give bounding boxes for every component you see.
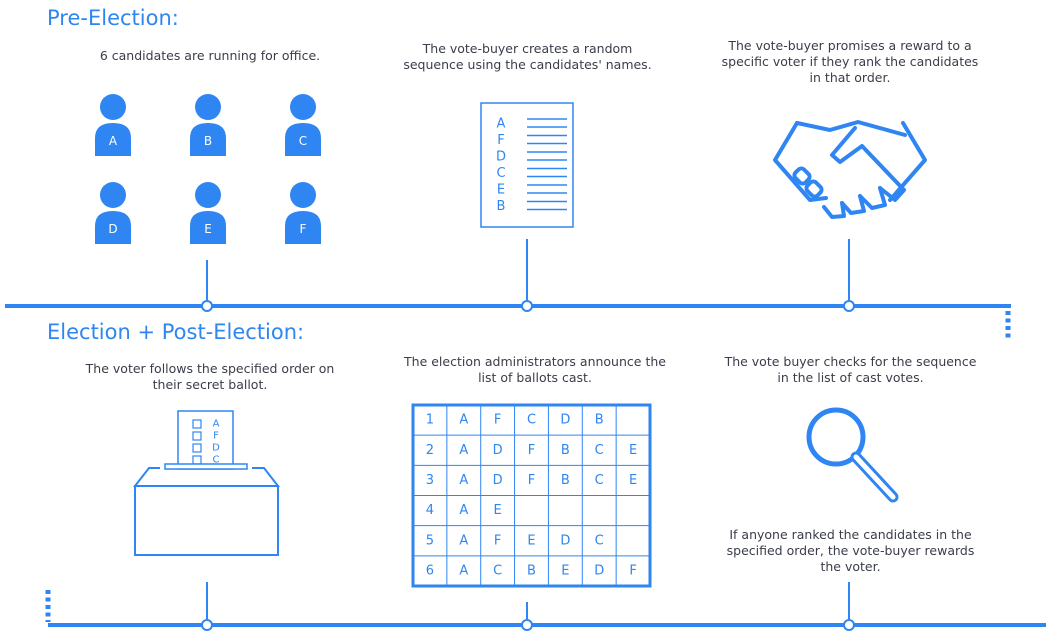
handshake-icon [773,120,927,219]
person-icon: D [95,182,131,244]
person-icon: F [285,182,321,244]
table-cell: E [629,473,637,488]
magnifier-icon [806,407,899,503]
candidates-group: A B C D E F [95,94,321,244]
table-cell: A [459,473,468,488]
table-row-number: 5 [426,533,434,548]
ballot-letter: D [212,443,220,454]
table-cell: F [629,563,636,578]
candidate-label: B [204,134,212,148]
table-cell: C [595,443,604,458]
table-cell: D [594,563,604,578]
timeline-node [201,619,213,631]
table-cell: B [595,413,604,428]
candidate-label: D [108,222,117,236]
candidate-label: C [299,134,307,148]
table-cell: E [629,443,637,458]
table-cell: A [459,443,468,458]
election-step3-result: If anyone ranked the candidates in the s… [726,527,975,574]
sequence-letter: A [497,117,506,132]
table-cell: A [459,503,468,518]
table-cell: E [494,503,502,518]
table-cell: F [494,413,501,428]
table-cell: D [560,533,570,548]
table-cell: F [528,443,535,458]
ballot-checkbox [192,443,202,453]
table-row-number: 4 [426,503,434,518]
election-heading: Election + Post-Election: [47,320,305,344]
table-row-number: 1 [426,413,434,428]
person-icon: E [190,182,226,244]
table-cell: E [527,533,535,548]
timeline-node [521,619,533,631]
election-timeline [45,582,1046,631]
ballot-letter: A [213,419,220,430]
pre-step1-text: 6 candidates are running for office. [99,48,321,63]
table-cell: A [459,413,468,428]
sequence-letter: C [496,166,505,181]
table-row-number: 2 [426,443,434,458]
election-step2-text: The election administrators announce the… [404,354,666,385]
timeline-node [521,300,533,312]
table-cell: A [459,563,468,578]
person-icon: C [285,94,321,156]
table-cell: D [493,473,503,488]
pre-election-timeline [5,239,1011,341]
table-cell: B [527,563,536,578]
sequence-letter: B [497,199,506,214]
person-icon: A [95,94,131,156]
ballot-letter: F [213,431,219,442]
table-cell: D [493,443,503,458]
table-cell: E [561,563,569,578]
table-cell: C [595,473,604,488]
timeline-node [201,300,213,312]
pre-step3-text: The vote-buyer promises a reward to a sp… [721,38,979,85]
election-step1-text: The voter follows the specified order on… [85,361,335,392]
table-cell: A [459,533,468,548]
table-cell: F [528,473,535,488]
person-icon: B [190,94,226,156]
table-cell: B [561,473,570,488]
timeline-node [843,619,855,631]
table-cell: C [595,533,604,548]
table-cell: B [561,443,570,458]
candidate-label: F [300,222,307,236]
candidate-label: E [204,222,212,236]
election-step3-text: The vote buyer checks for the sequence i… [724,354,977,385]
table-row-number: 6 [426,563,434,578]
table-cell: C [493,563,502,578]
ballot-letter: C [213,455,220,466]
pre-step2-text: The vote-buyer creates a random sequence… [403,41,652,72]
table-cell: D [560,413,570,428]
candidate-label: A [109,134,118,148]
table-cell: F [494,533,501,548]
ballot-checkbox [192,431,202,441]
sequence-letter: D [496,150,506,165]
sequence-letter: F [497,133,504,148]
table-cell: C [527,413,536,428]
table-row-number: 3 [426,473,434,488]
sequence-letter: E [497,183,505,198]
pre-election-heading: Pre-Election: [47,6,179,30]
timeline-node [843,300,855,312]
ballot-checkbox [192,419,202,429]
